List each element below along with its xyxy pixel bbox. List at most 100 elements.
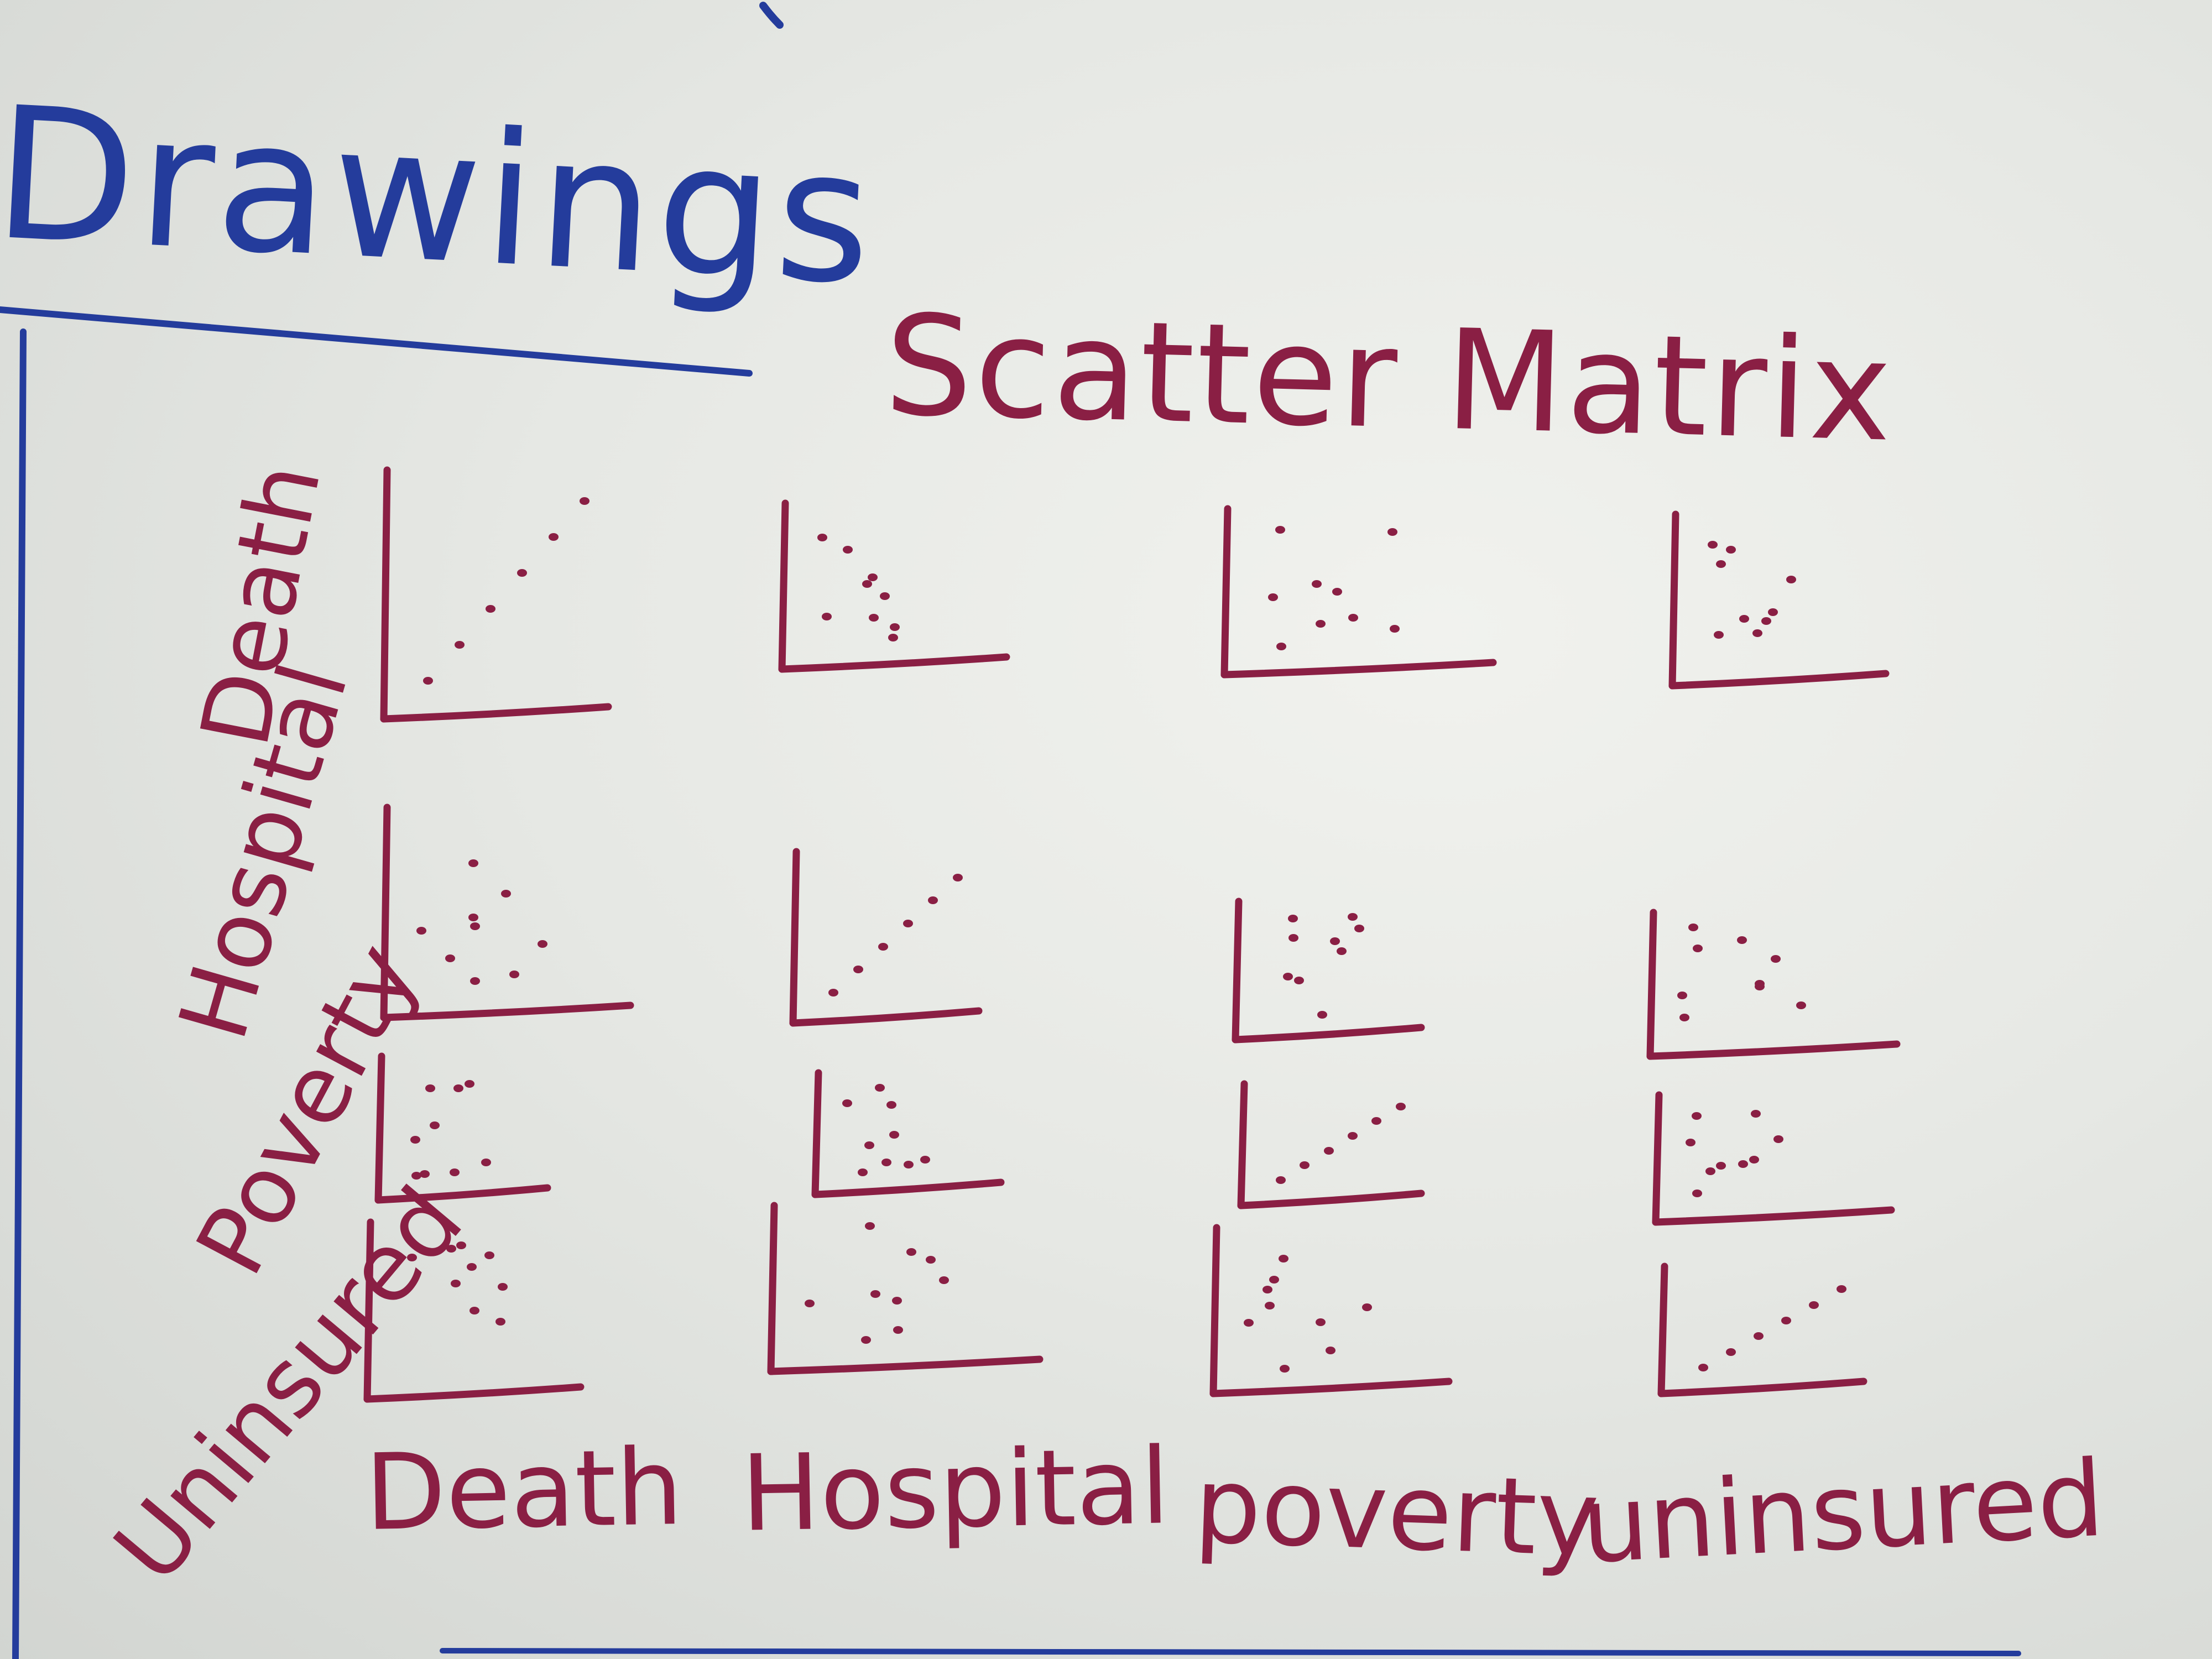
scatter-dot — [1737, 936, 1747, 944]
y-axis-stroke — [811, 1069, 822, 1198]
scatter-dot — [1739, 615, 1749, 623]
scatter-dot — [875, 1084, 885, 1092]
mini-scatter-uninsured-vs-death — [363, 1218, 585, 1403]
scatter-dot — [1275, 526, 1285, 534]
x-axis-stroke — [1232, 1024, 1425, 1044]
x-axis-stroke — [1209, 1378, 1453, 1397]
scatter-dot — [1294, 977, 1304, 984]
scatter-dot — [886, 1101, 896, 1109]
scatter-dot — [893, 1326, 903, 1334]
scatter-dot — [420, 1170, 430, 1178]
scatter-dot — [1786, 576, 1796, 583]
scatter-dot — [1265, 1302, 1275, 1310]
mini-scatter-poverty-vs-death — [374, 1052, 551, 1204]
scatter-dot — [1698, 1364, 1708, 1371]
scatter-dot — [868, 573, 878, 581]
scatter-dot — [1371, 1117, 1381, 1125]
scatter-dot — [878, 943, 888, 951]
scatter-dot — [450, 1168, 460, 1176]
scatter-dot — [1362, 1303, 1372, 1311]
scatter-dot — [1348, 614, 1358, 622]
scatter-dot — [1316, 620, 1326, 628]
scatter-dot — [465, 1080, 474, 1088]
y-axis-stroke — [1652, 1091, 1663, 1226]
scatter-dot — [928, 896, 938, 904]
margin-line — [12, 328, 27, 1659]
scatter-dot — [517, 569, 527, 577]
scatter-dot — [470, 922, 480, 930]
scatter-dot — [453, 1084, 463, 1092]
scatter-dot — [1279, 1255, 1288, 1262]
scatter-dot — [843, 546, 853, 554]
scatter-dot — [467, 1263, 477, 1271]
y-axis-stroke — [1646, 909, 1657, 1060]
y-axis-stroke — [363, 1218, 374, 1403]
scatter-dot — [817, 534, 827, 541]
mini-scatter-uninsured-vs-hospital — [767, 1202, 1044, 1375]
scatter-dot — [1761, 617, 1771, 625]
scatter-dot — [425, 1084, 435, 1092]
scatter-dot — [881, 1159, 891, 1166]
scatter-dot — [904, 1161, 914, 1168]
scatter-dot — [1276, 643, 1286, 650]
x-axis-stroke — [380, 1001, 634, 1021]
scatter-dot — [1726, 1348, 1736, 1356]
scatter-dot — [1688, 924, 1698, 931]
x-axis-stroke — [1237, 1190, 1425, 1209]
scatter-dot — [1276, 1176, 1286, 1184]
scatter-dot — [1348, 1132, 1358, 1140]
scatter-dot — [1749, 1156, 1759, 1164]
scatter-dot — [549, 533, 559, 541]
scatter-dot — [805, 1300, 815, 1307]
scatter-dot — [1726, 546, 1736, 554]
scatter-dot — [430, 1121, 440, 1129]
scatter-dot — [1262, 1286, 1272, 1293]
y-axis-stroke — [778, 499, 789, 673]
scatter-dot — [1755, 980, 1765, 988]
scatter-dot — [509, 971, 519, 978]
scatter-dot — [1738, 1160, 1748, 1168]
scatter-matrix-grid — [363, 466, 1901, 1403]
x-axis-stroke — [363, 1383, 585, 1403]
heading: Drawings — [0, 67, 880, 326]
y-axis-stroke — [1209, 1224, 1220, 1397]
scatter-dot — [456, 1241, 466, 1249]
y-axis-stroke — [767, 1202, 778, 1375]
scatter-dot — [869, 614, 879, 622]
scatter-dot — [880, 592, 890, 600]
scatter-dot — [822, 613, 832, 620]
scatter-dot — [853, 966, 863, 973]
scatter-dot — [920, 1156, 930, 1164]
y-axis-stroke — [374, 1052, 385, 1204]
y-axis-stroke — [789, 848, 800, 1027]
scatter-dot — [1716, 1162, 1726, 1170]
scatter-dot — [828, 989, 838, 997]
column-label-poverty: poverty — [1192, 1444, 1601, 1580]
bottom-line — [440, 1648, 2021, 1656]
scatter-dot — [411, 1172, 421, 1180]
scatter-dot — [1708, 541, 1718, 549]
x-axis-stroke — [778, 653, 1010, 673]
scatter-dot — [903, 920, 913, 927]
scatter-dot — [481, 1159, 491, 1166]
scatter-dot — [495, 1318, 505, 1326]
mini-scatter-hospital-vs-uninsured — [1646, 909, 1901, 1060]
mini-scatter-death-vs-death — [380, 466, 612, 723]
scatter-dot — [455, 641, 465, 649]
x-axis-stroke — [1220, 659, 1497, 679]
scatter-dot — [889, 1131, 899, 1139]
scatter-dot — [865, 1222, 875, 1230]
scatter-dot — [486, 605, 495, 613]
mini-scatter-hospital-vs-poverty — [1232, 898, 1425, 1044]
scatter-dot — [1288, 934, 1298, 942]
scatter-dot — [1330, 937, 1340, 945]
x-axis-stroke — [1646, 1040, 1901, 1060]
x-axis-stroke — [811, 1178, 1005, 1198]
scatter-dot — [423, 677, 433, 685]
scatter-dot — [416, 927, 426, 935]
scatter-dot — [1692, 1112, 1702, 1120]
x-axis-stroke — [1657, 1378, 1867, 1397]
mini-scatter-hospital-vs-death — [380, 804, 634, 1021]
